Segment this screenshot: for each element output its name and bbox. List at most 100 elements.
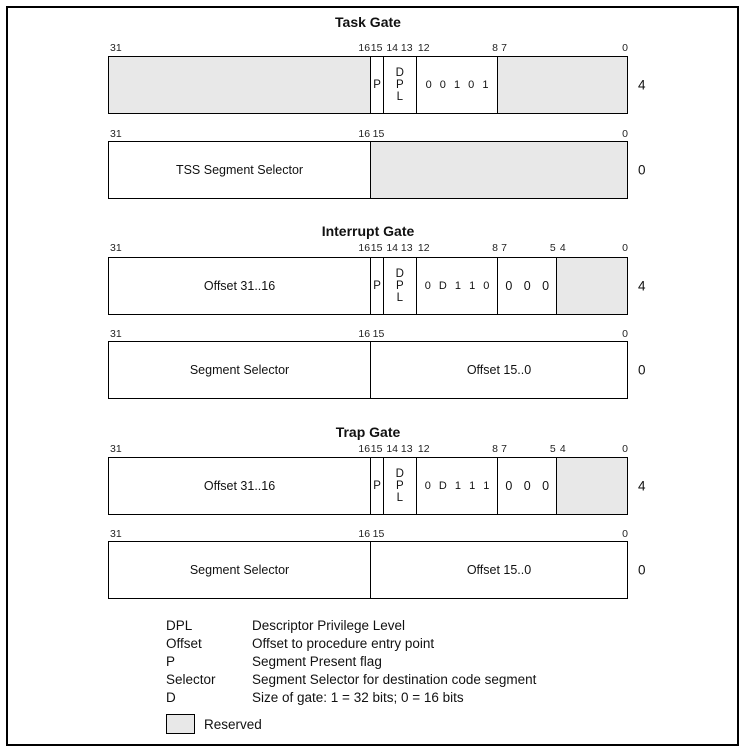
gate-type-field: 0 D 1 1 0 [415, 258, 498, 314]
legend-desc: Segment Present flag [252, 653, 382, 669]
interrupt-gate-high-dword: Offset 31..16 P D P L 0 D 1 1 0 0 0 0 4 [108, 257, 646, 315]
bit-label-16: 16 [358, 528, 371, 540]
interrupt-gate-section: Interrupt Gate 31 16 15 14 13 12 8 7 5 4… [108, 223, 646, 400]
zero-bits-field: 0 0 0 [497, 458, 556, 514]
bit-label-31: 31 [110, 328, 122, 340]
bit-label-16: 16 [358, 443, 371, 455]
legend-term: D [166, 689, 176, 705]
bit-label-15: 15 [370, 42, 383, 54]
legend-row-selector: Selector Segment Selector for destinatio… [166, 670, 536, 688]
legend-row-dpl: DPL Descriptor Privilege Level [166, 616, 536, 634]
present-flag-field: P [370, 458, 383, 514]
reserved-field-7-0 [497, 57, 627, 113]
bit-label-12: 12 [417, 42, 430, 54]
legend-term: P [166, 653, 176, 669]
legend-row-d: D Size of gate: 1 = 32 bits; 0 = 16 bits [166, 688, 536, 706]
trap-gate-section: Trap Gate 31 16 15 14 13 12 8 7 5 4 0 Of… [108, 424, 646, 600]
bit-label-8: 8 [492, 42, 498, 54]
reserved-field-4-0 [556, 258, 627, 314]
bit-label-4: 4 [559, 443, 566, 455]
segment-selector-field: Segment Selector [189, 363, 290, 377]
byte-offset-label: 4 [638, 77, 646, 93]
bit-label-31: 31 [110, 42, 122, 54]
reserved-key: Reserved [166, 714, 262, 734]
bit-label-31: 31 [110, 242, 122, 254]
bit-label-15: 15 [372, 328, 385, 340]
offset-high-field: Offset 31..16 [203, 479, 276, 493]
bit-label-8: 8 [492, 443, 498, 455]
reserved-key-label: Reserved [204, 716, 262, 732]
trap-gate-high-bit-labels: 31 16 15 14 13 12 8 7 5 4 0 [108, 443, 628, 455]
bit-label-0: 0 [622, 443, 628, 455]
byte-offset-label: 0 [638, 162, 646, 178]
present-flag-field: P [370, 258, 383, 314]
bit-label-31: 31 [110, 443, 122, 455]
bit-label-16: 16 [358, 328, 371, 340]
gate-type-field: 0 0 1 0 1 [415, 57, 498, 113]
byte-offset-label: 0 [638, 362, 646, 378]
task-gate-low-bit-labels: 31 16 15 0 [108, 128, 628, 140]
bit-label-5: 5 [549, 242, 556, 254]
bit-label-16: 16 [358, 42, 371, 54]
bit-label-15: 15 [370, 443, 383, 455]
bit-label-5: 5 [549, 443, 556, 455]
bit-label-15: 15 [372, 528, 385, 540]
bit-label-15: 15 [370, 242, 383, 254]
bit-label-7: 7 [501, 242, 507, 254]
interrupt-gate-low-dword: Segment Selector Offset 15..0 0 [108, 341, 646, 399]
segment-selector-field: Segment Selector [189, 563, 290, 577]
bit-label-15: 15 [372, 128, 385, 140]
reserved-field-15-0 [370, 142, 627, 198]
tss-segment-selector-field: TSS Segment Selector [175, 163, 304, 177]
bit-label-0: 0 [622, 528, 628, 540]
bit-label-14-13: 14 13 [386, 443, 413, 455]
offset-low-field: Offset 15..0 [370, 542, 627, 598]
offset-low-field: Offset 15..0 [370, 342, 627, 398]
trap-gate-high-dword: Offset 31..16 P D P L 0 D 1 1 1 0 0 0 4 [108, 457, 646, 515]
bit-label-16: 16 [358, 242, 371, 254]
interrupt-gate-high-bit-labels: 31 16 15 14 13 12 8 7 5 4 0 [108, 242, 628, 254]
bit-label-8: 8 [492, 242, 498, 254]
bit-label-31: 31 [110, 128, 122, 140]
legend-desc: Descriptor Privilege Level [252, 617, 406, 633]
legend-desc: Offset to procedure entry point [252, 635, 435, 651]
legend-row-p: P Segment Present flag [166, 652, 536, 670]
bit-label-31: 31 [110, 528, 122, 540]
bit-label-0: 0 [622, 328, 628, 340]
bit-label-0: 0 [622, 242, 628, 254]
byte-offset-label: 4 [638, 278, 646, 294]
bit-label-12: 12 [417, 443, 430, 455]
legend-term: Selector [166, 671, 216, 687]
bit-label-14-13: 14 13 [386, 242, 413, 254]
bit-label-14-13: 14 13 [386, 42, 413, 54]
task-gate-title: Task Gate [335, 14, 401, 30]
dpl-field: D P L [383, 57, 416, 113]
legend: DPL Descriptor Privilege Level Offset Of… [166, 616, 536, 706]
offset-high-field: Offset 31..16 [203, 279, 276, 293]
task-gate-section: Task Gate 31 16 15 14 13 12 8 7 0 P D P … [108, 14, 646, 200]
bit-label-4: 4 [559, 242, 566, 254]
bit-label-7: 7 [501, 42, 507, 54]
byte-offset-label: 0 [638, 562, 646, 578]
bit-label-0: 0 [622, 128, 628, 140]
legend-term: DPL [166, 617, 193, 633]
interrupt-gate-title: Interrupt Gate [321, 223, 415, 239]
reserved-field-31-16 [109, 57, 371, 113]
byte-offset-label: 4 [638, 478, 646, 494]
trap-gate-title: Trap Gate [335, 424, 401, 440]
bit-label-7: 7 [501, 443, 507, 455]
bit-label-12: 12 [417, 242, 430, 254]
legend-desc: Segment Selector for destination code se… [252, 671, 537, 687]
bit-label-0: 0 [622, 42, 628, 54]
dpl-field: D P L [383, 258, 416, 314]
trap-gate-low-bit-labels: 31 16 15 0 [108, 528, 628, 540]
legend-row-offset: Offset Offset to procedure entry point [166, 634, 536, 652]
legend-term: Offset [166, 635, 202, 651]
task-gate-high-dword: P D P L 0 0 1 0 1 4 [108, 56, 646, 114]
task-gate-low-dword: TSS Segment Selector 0 [108, 141, 646, 199]
task-gate-high-bit-labels: 31 16 15 14 13 12 8 7 0 [108, 42, 628, 54]
reserved-field-4-0 [556, 458, 627, 514]
legend-desc: Size of gate: 1 = 32 bits; 0 = 16 bits [252, 689, 464, 705]
trap-gate-low-dword: Segment Selector Offset 15..0 0 [108, 541, 646, 599]
